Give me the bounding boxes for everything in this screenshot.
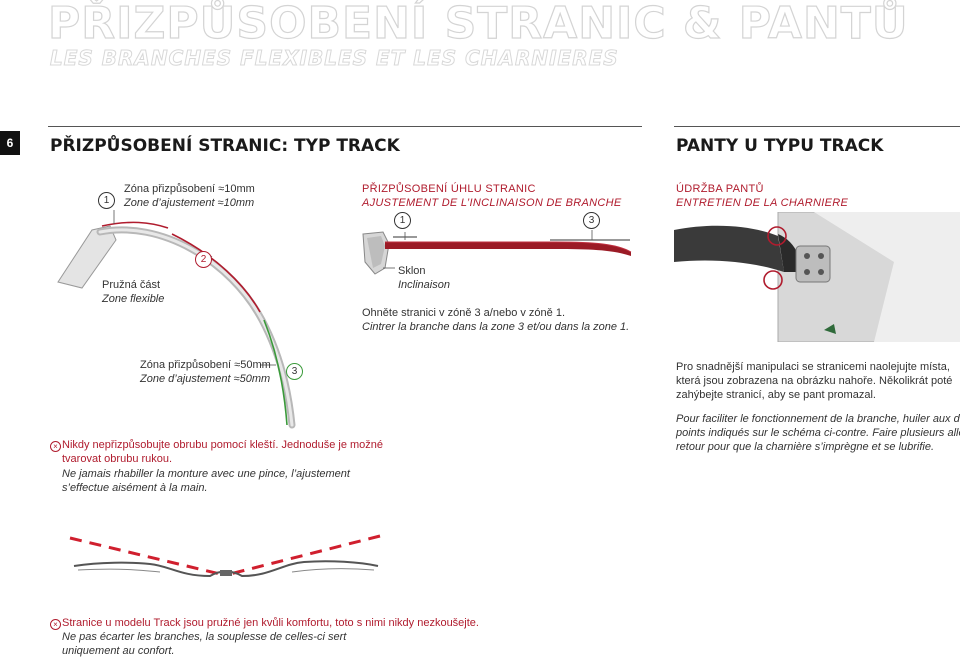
care-text-fr-3: retour pour que la charnière s’imprègne …: [676, 441, 935, 453]
zone2-label-fr: Zone flexible: [102, 293, 165, 305]
temple-illustration: [57, 210, 296, 429]
right-section-title: PANTY U TYPU TRACK: [676, 136, 884, 156]
warning-fr-line1: Ne jamais rhabiller la monture avec une …: [62, 468, 350, 480]
care-text-cz-3: zahýbejte stranicí, aby se pant promazal…: [676, 389, 876, 401]
care-title-cz: ÚDRŽBA PANTŮ: [676, 183, 764, 195]
zone1-label-fr: Zone d’ajustement ≈10mm: [124, 197, 255, 209]
hinge-illustration: [674, 212, 960, 342]
care-title-fr: ENTRETIEN DE LA CHARNIERE: [676, 197, 849, 209]
bottom-warning-cz: Stranice u modelu Track jsou pružné jen …: [62, 617, 479, 629]
right-rule: [674, 126, 960, 127]
page-number: 6: [0, 131, 20, 155]
hero-title: PŘIZPŮSOBENÍ STRANIC & PANTŮ: [47, 0, 909, 50]
angle-title-fr: AJUSTEMENT DE L’INCLINAISON DE BRANCHE: [362, 197, 622, 209]
zone1-marker: 1: [98, 192, 115, 209]
bottom-warning-fr-line2: uniquement au confort.: [62, 645, 175, 657]
tilt-label-cz: Sklon: [398, 265, 426, 277]
angle-marker-1: 1: [394, 212, 411, 229]
zone3-label-fr: Zone d’ajustement ≈50mm: [140, 373, 271, 385]
spread-warning-illustration: [69, 534, 381, 578]
temple-side-illustration: [362, 230, 632, 275]
warning-cz-line1: Nikdy nepřizpůsobujte obrubu pomocí kleš…: [62, 439, 384, 451]
warning-fr-line2: s’effectue aisément à la main.: [62, 482, 208, 494]
zone3-marker: 3: [286, 363, 303, 380]
angle-title-cz: PŘIZPŮSOBENÍ ÚHLU STRANIC: [362, 183, 536, 195]
care-text-fr-1: Pour faciliter le fonctionnement de la b…: [676, 413, 960, 425]
zone2-marker: 2: [195, 251, 212, 268]
left-section-title: PŘIZPŮSOBENÍ STRANIC: TYP TRACK: [50, 136, 400, 156]
bottom-warning-fr-line1: Ne pas écarter les branches, la soupless…: [62, 631, 347, 643]
tilt-label-fr: Inclinaison: [398, 279, 450, 291]
care-text-cz-1: Pro snadnější manipulaci se stranicemi n…: [676, 361, 950, 373]
hero-subtitle: LES BRANCHES FLEXIBLES ET LES CHARNIERES: [50, 46, 619, 71]
care-text-cz-2: která jsou zobrazena na obrázku nahoře. …: [676, 375, 953, 387]
care-text-fr-2: points indiqués sur le schéma ci-contre.…: [676, 427, 960, 439]
x-circle-icon: ×: [50, 441, 61, 452]
x-circle-icon-bottom: ×: [50, 619, 61, 630]
left-rule: [48, 126, 642, 127]
zone2-label-cz: Pružná část: [102, 279, 161, 291]
zone3-label-cz: Zóna přizpůsobení ≈50mm: [140, 359, 271, 371]
bend-text-cz: Ohněte stranici v zóně 3 a/nebo v zóně 1…: [362, 307, 566, 319]
warning-cz-line2: tvarovat obrubu rukou.: [62, 453, 173, 465]
angle-marker-3: 3: [583, 212, 600, 229]
bend-text-fr: Cintrer la branche dans la zone 3 et/ou …: [362, 321, 630, 333]
zone1-label-cz: Zóna přizpůsobení ≈10mm: [124, 183, 255, 195]
